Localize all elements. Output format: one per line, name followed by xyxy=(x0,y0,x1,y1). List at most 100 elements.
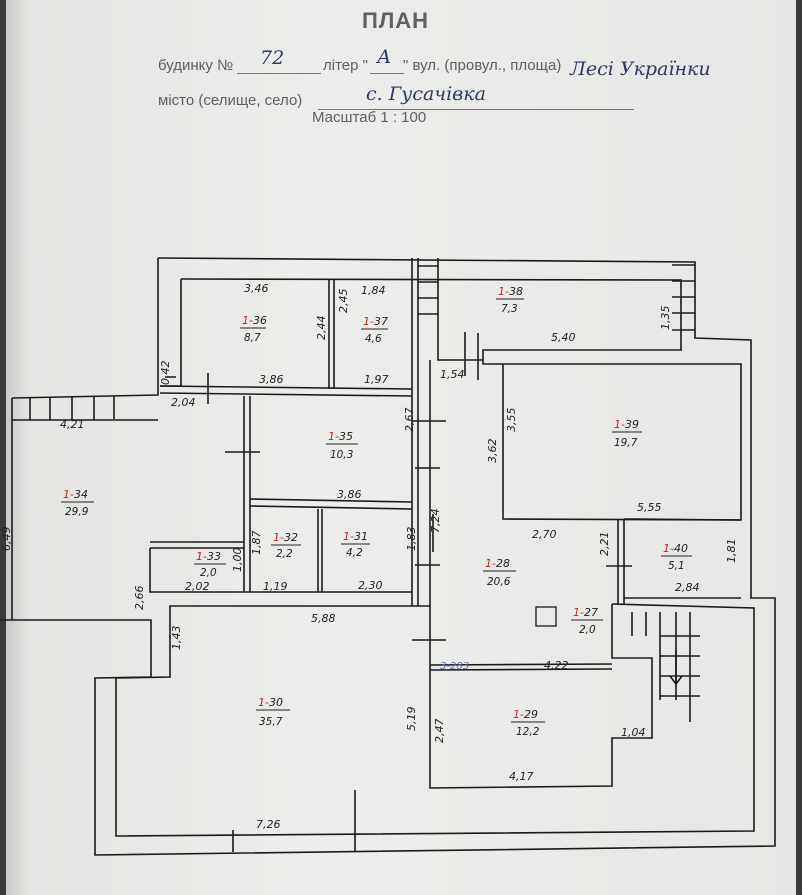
dim-label: 4,17 xyxy=(509,770,534,783)
room-labels: 1-36 8,7 1-37 4,6 1-38 7,3 1-39 19,7 1-3… xyxy=(61,285,692,738)
dim-label: 6,49 xyxy=(0,527,13,552)
house-number: 72 xyxy=(260,47,285,69)
svg-text:1-39: 1-39 xyxy=(614,418,639,431)
dim-label: 1,83 xyxy=(405,527,418,552)
dim-label: 1,19 xyxy=(263,580,288,593)
room-area: 2,0 xyxy=(579,624,596,636)
room-30: 1-30 35,7 xyxy=(256,696,290,728)
room-40: 1-40 5,1 xyxy=(661,542,692,572)
svg-text:1-37: 1-37 xyxy=(363,315,388,328)
room-prefix: 1- xyxy=(614,418,625,431)
room-prefix: 1- xyxy=(273,531,284,544)
house-label: будинку № xyxy=(158,57,234,74)
liter-label: літер " xyxy=(323,57,368,74)
room-prefix: 1- xyxy=(573,606,584,619)
room-area: 8,7 xyxy=(244,332,261,344)
dim-label: 1,04 xyxy=(621,726,646,739)
dim-label: 1,35 xyxy=(659,306,672,331)
dim-label: 3,62 xyxy=(486,439,499,464)
room-prefix: 1- xyxy=(513,708,524,721)
city-value: с. Гусачівка xyxy=(366,83,486,105)
dim-label: 3,86 xyxy=(259,373,284,386)
dim-label: 5,19 xyxy=(405,707,418,732)
dim-label: 1,00 xyxy=(231,548,244,573)
dim-label: 7,26 xyxy=(256,818,281,831)
svg-text:1-31: 1-31 xyxy=(343,530,368,543)
dim-label: 1,84 xyxy=(361,284,386,297)
room-31: 1-31 4,2 xyxy=(341,530,370,559)
room-prefix: 1- xyxy=(363,315,374,328)
dim-label: 2,66 xyxy=(133,586,146,611)
room-number: 30 xyxy=(269,696,283,709)
room-number: 33 xyxy=(207,550,221,563)
svg-text:1-40: 1-40 xyxy=(663,542,688,555)
room-33: 1-33 2,0 xyxy=(194,550,226,579)
svg-text:1-35: 1-35 xyxy=(328,430,353,443)
svg-text:1-29: 1-29 xyxy=(513,708,538,721)
svg-text:1-34: 1-34 xyxy=(63,488,88,501)
room-area: 2,2 xyxy=(276,548,293,560)
room-number: 29 xyxy=(524,708,538,721)
room-area: 12,2 xyxy=(516,726,540,738)
room-27: 1-27 2,0 xyxy=(571,606,603,636)
room-number: 37 xyxy=(374,315,388,328)
dim-label: 2,02 xyxy=(185,580,210,593)
room-prefix: 1- xyxy=(663,542,674,555)
room-number: 39 xyxy=(625,418,639,431)
room-number: 34 xyxy=(74,488,88,501)
dim-label: 3,55 xyxy=(505,408,518,433)
room-area: 5,1 xyxy=(668,560,685,572)
approval-stamp: 3-283 xyxy=(440,661,469,672)
dim-label: 1,97 xyxy=(364,373,389,386)
dim-label: 1,81 xyxy=(725,539,738,564)
svg-text:1-32: 1-32 xyxy=(273,531,298,544)
room-area: 2,0 xyxy=(200,567,217,579)
room-area: 4,2 xyxy=(346,547,363,559)
room-32: 1-32 2,2 xyxy=(271,531,301,560)
dimension-labels: 3,46 1,84 2,44 2,45 5,40 1,35 0,42 3,86 … xyxy=(0,282,738,831)
dim-label: 3,46 xyxy=(244,282,269,295)
svg-text:1-27: 1-27 xyxy=(573,606,598,619)
dim-label: 2,84 xyxy=(675,581,700,594)
dim-label: 1,54 xyxy=(440,368,465,381)
dim-label: 4,22 xyxy=(544,659,569,672)
room-number: 31 xyxy=(354,530,368,543)
room-area: 35,7 xyxy=(259,716,283,728)
house-number-line xyxy=(237,73,321,74)
dim-label: 2,45 xyxy=(337,289,350,314)
dim-label: 1,87 xyxy=(250,531,263,556)
room-prefix: 1- xyxy=(343,530,354,543)
room-prefix: 1- xyxy=(63,488,74,501)
room-number: 40 xyxy=(674,542,688,555)
room-prefix: 1- xyxy=(485,557,496,570)
liter-line xyxy=(370,73,404,74)
dim-label: 2,44 xyxy=(315,316,328,341)
liter-value: А xyxy=(377,46,392,68)
dim-label: 5,40 xyxy=(551,331,576,344)
room-28: 1-28 20,6 xyxy=(483,557,516,588)
room-area: 10,3 xyxy=(330,449,353,461)
room-prefix: 1- xyxy=(328,430,339,443)
room-area: 4,6 xyxy=(365,333,382,345)
plan-title: ПЛАН xyxy=(362,8,430,33)
room-34: 1-34 29,9 xyxy=(61,488,94,518)
dim-label: 5,88 xyxy=(311,612,336,625)
room-35: 1-35 10,3 xyxy=(326,430,358,461)
svg-text:1-36: 1-36 xyxy=(242,314,267,327)
city-label: місто (селище, село) xyxy=(158,92,303,109)
room-36: 1-36 8,7 xyxy=(240,314,267,344)
svg-text:1-30: 1-30 xyxy=(258,696,283,709)
svg-text:1-28: 1-28 xyxy=(485,557,510,570)
dim-label: 2,30 xyxy=(358,579,383,592)
room-prefix: 1- xyxy=(258,696,269,709)
dim-label: 1,43 xyxy=(170,626,183,651)
street-label: " вул. (провул., площа) xyxy=(403,57,562,74)
dim-label: 2,21 xyxy=(598,532,611,557)
dim-label: 3,86 xyxy=(337,488,362,501)
room-number: 35 xyxy=(339,430,353,443)
room-prefix: 1- xyxy=(242,314,253,327)
dim-label: 2,67 xyxy=(403,408,416,433)
dim-label: 4,21 xyxy=(60,418,85,431)
room-prefix: 1- xyxy=(498,285,509,298)
